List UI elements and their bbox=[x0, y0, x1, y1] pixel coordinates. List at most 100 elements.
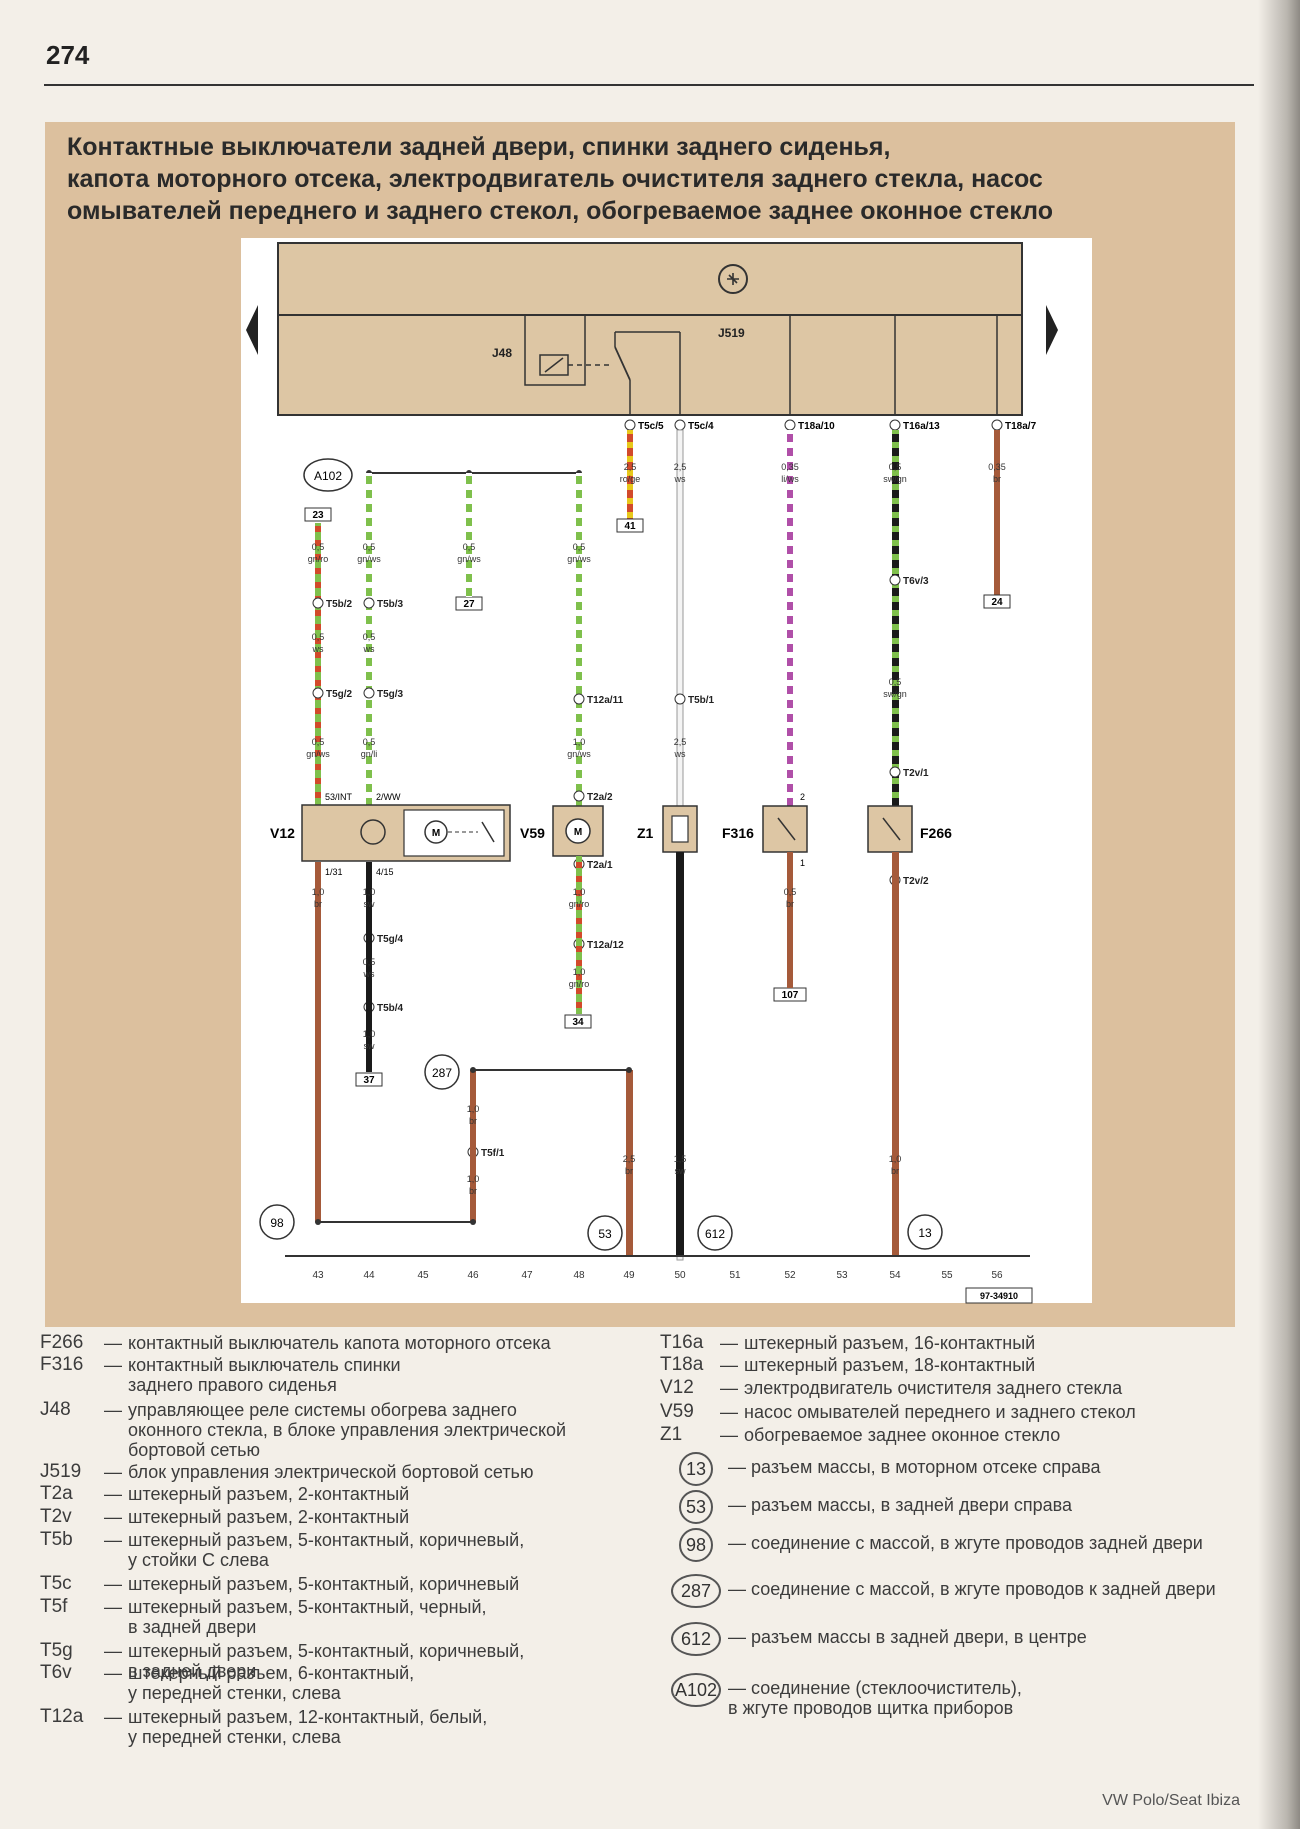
title-line-2: капота моторного отсека, электродвигател… bbox=[67, 165, 1043, 193]
spec-t5c5-size: 2,5 bbox=[624, 462, 637, 472]
scale-number: 54 bbox=[889, 1270, 901, 1281]
splice-a102: A102 bbox=[303, 458, 353, 492]
spec-o-size: 1,0 bbox=[363, 1029, 376, 1039]
spec-a-color: gn/ro bbox=[308, 554, 329, 564]
svg-text:T5b/4: T5b/4 bbox=[377, 1003, 404, 1014]
svg-text:M: M bbox=[574, 827, 582, 838]
title-line-3: омывателей переднего и заднего стекол, о… bbox=[67, 197, 1053, 225]
legend-dash: — bbox=[720, 1402, 738, 1422]
svg-text:V59: V59 bbox=[520, 825, 545, 841]
conn-t5g3: T5g/3 bbox=[363, 687, 404, 700]
ground-53: 53 bbox=[587, 1215, 623, 1251]
svg-text:T2a/2: T2a/2 bbox=[587, 792, 613, 803]
ref-34: 34 bbox=[564, 1014, 592, 1029]
spec-j-color: ws bbox=[674, 749, 686, 759]
scale-number: 47 bbox=[521, 1270, 533, 1281]
scale-number: 45 bbox=[417, 1270, 429, 1281]
spec-p-color: gn/ro bbox=[569, 899, 590, 909]
conn-t6v3: T6v/3 bbox=[889, 574, 929, 587]
spec-t16a13-size: 0,5 bbox=[889, 462, 902, 472]
drawing-id: 97-34910 bbox=[965, 1287, 1033, 1304]
conn-t2a2: T2a/2 bbox=[573, 790, 613, 803]
svg-text:T6v/3: T6v/3 bbox=[903, 576, 929, 587]
svg-text:T2v/2: T2v/2 bbox=[903, 876, 929, 887]
svg-text:23: 23 bbox=[312, 510, 324, 521]
relay-j48 bbox=[524, 314, 586, 386]
legend-text: штекерный разъем, 5-контактный, коричнев… bbox=[128, 1641, 525, 1681]
legend-code: T5b bbox=[40, 1529, 73, 1550]
wire-t16a13 bbox=[892, 430, 899, 810]
svg-text:T12a/12: T12a/12 bbox=[587, 940, 624, 951]
pin-f316-bot: 1 bbox=[800, 858, 805, 868]
svg-text:T5g/4: T5g/4 bbox=[377, 934, 404, 945]
spec-t18a7-color: br bbox=[993, 474, 1001, 484]
component-f266: F266 bbox=[867, 805, 952, 853]
spec-d-color: gn/ws bbox=[567, 554, 591, 564]
legend-code: F316 bbox=[40, 1354, 84, 1375]
legend-text: насос омывателей переднего и заднего сте… bbox=[744, 1402, 1136, 1422]
conn-t5b3: T5b/3 bbox=[363, 597, 404, 610]
scale-number: 56 bbox=[991, 1270, 1003, 1281]
spec-t-color: br bbox=[469, 1186, 477, 1196]
legend-code: T12a bbox=[40, 1706, 84, 1727]
legend-ground-symbol: 287 bbox=[671, 1574, 721, 1608]
svg-text:T16a/13: T16a/13 bbox=[903, 421, 940, 432]
pin-f316-top: 2 bbox=[800, 792, 805, 802]
legend-text: — разъем массы, в задней двери справа bbox=[728, 1495, 1073, 1515]
legend-text: штекерный разъем, 5-контактный, черный, … bbox=[128, 1597, 487, 1637]
svg-text:M: M bbox=[432, 828, 440, 839]
svg-text:T5b/1: T5b/1 bbox=[688, 695, 715, 706]
legend-text: управляющее реле системы обогрева заднег… bbox=[128, 1400, 567, 1460]
spec-e-color: ws bbox=[312, 644, 324, 654]
relay-label: J48 bbox=[492, 346, 512, 360]
legend-dash: — bbox=[720, 1425, 738, 1445]
spec-l-color: br bbox=[314, 899, 322, 909]
legend-ground-symbol: 53 bbox=[679, 1490, 713, 1524]
legend-dash: — bbox=[104, 1333, 122, 1353]
spec-s-color: br bbox=[469, 1116, 477, 1126]
wire-a-gnro bbox=[315, 523, 321, 808]
svg-text:97-34910: 97-34910 bbox=[980, 1291, 1018, 1301]
legend-code: T5g bbox=[40, 1640, 73, 1661]
svg-text:T5g/2: T5g/2 bbox=[326, 689, 353, 700]
svg-text:V12: V12 bbox=[270, 825, 295, 841]
wire-b-gnws bbox=[366, 473, 372, 808]
legend-dash: — bbox=[720, 1333, 738, 1353]
spec-t18a10-size: 0,35 bbox=[781, 462, 799, 472]
spec-c-size: 0,5 bbox=[463, 542, 476, 552]
scale-number: 50 bbox=[674, 1270, 686, 1281]
ground-287: 287 bbox=[424, 1054, 460, 1090]
legend-text: контактный выключатель спинки заднего пр… bbox=[128, 1355, 401, 1395]
legend-text: блок управления электрической бортовой с… bbox=[128, 1462, 534, 1482]
continue-right-arrow bbox=[1046, 305, 1058, 355]
scale-number: 51 bbox=[729, 1270, 741, 1281]
spec-g-color: gn/ws bbox=[306, 749, 330, 759]
wire-t18a10 bbox=[787, 430, 793, 830]
conn-t2v1: T2v/1 bbox=[889, 766, 929, 779]
legend-code: J48 bbox=[40, 1399, 71, 1420]
legend-dash: — bbox=[104, 1507, 122, 1527]
legend-text: штекерный разъем, 2-контактный bbox=[128, 1484, 410, 1504]
wire-c-gnws bbox=[466, 473, 472, 597]
legend-dash: — bbox=[104, 1707, 122, 1727]
legend-code: V59 bbox=[660, 1401, 694, 1422]
svg-text:107: 107 bbox=[782, 990, 799, 1001]
spec-l-size: 1,0 bbox=[312, 887, 325, 897]
svg-text:98: 98 bbox=[270, 1216, 284, 1230]
ref-24: 24 bbox=[983, 594, 1011, 609]
spec-k-color: sw/gn bbox=[883, 689, 907, 699]
wire-l-br bbox=[315, 862, 321, 1222]
pin-v12-bot1: 1/31 bbox=[325, 867, 343, 877]
svg-text:T2v/1: T2v/1 bbox=[903, 768, 929, 779]
spec-n-size: 0,5 bbox=[363, 957, 376, 967]
wire-v-sw bbox=[676, 852, 684, 1255]
spec-p-size: 1,0 bbox=[573, 887, 586, 897]
svg-text:287: 287 bbox=[432, 1066, 452, 1080]
legend-text: — разъем массы, в моторном отсеке справа bbox=[728, 1457, 1101, 1477]
legend-code: T16a bbox=[660, 1332, 704, 1353]
svg-text:53: 53 bbox=[598, 1227, 612, 1241]
scale-number: 44 bbox=[363, 1270, 375, 1281]
legend-dash: — bbox=[104, 1462, 122, 1482]
scale-number: 48 bbox=[573, 1270, 585, 1281]
spec-t-size: 1,0 bbox=[467, 1174, 480, 1184]
